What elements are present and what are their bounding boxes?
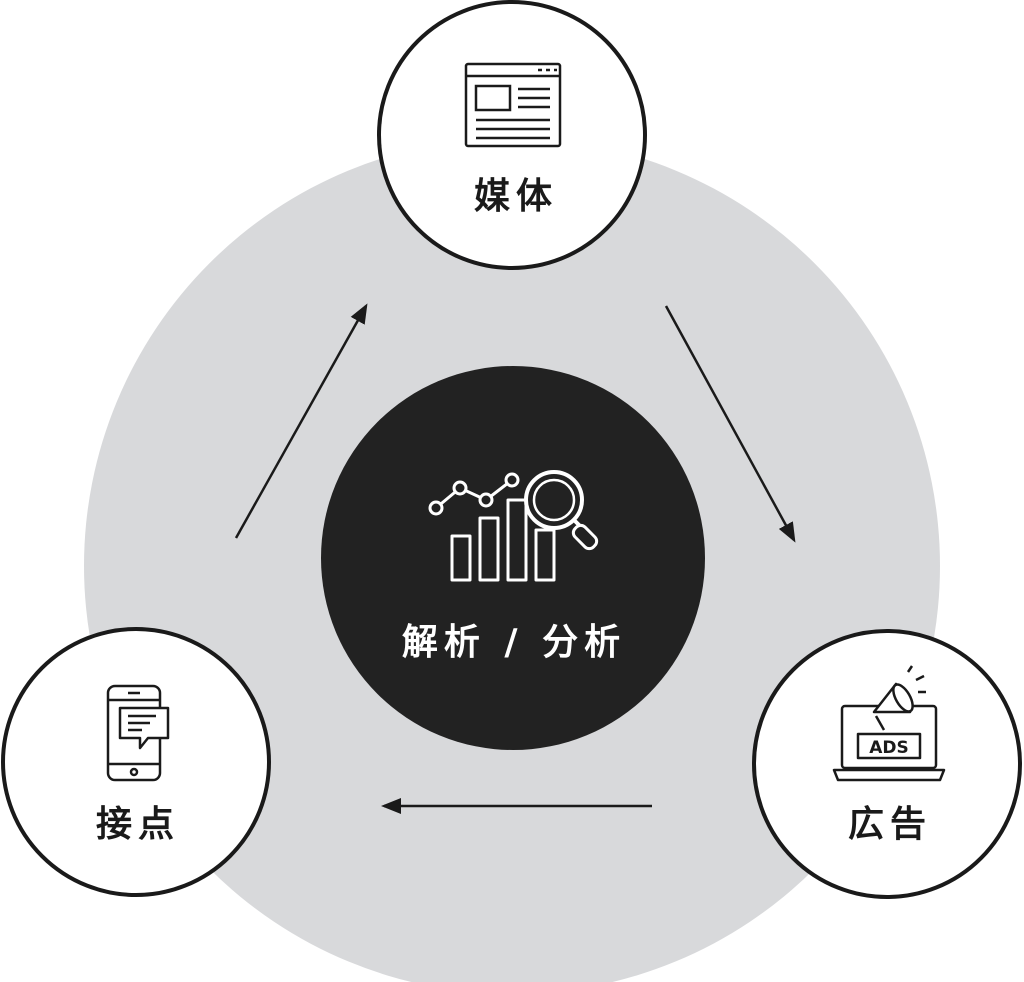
node-media-label: 媒体 [474,176,558,217]
smartphone-chat-icon [106,684,170,782]
arrow-media-to-ads [664,305,796,543]
center-node: 解析 / 分析 [321,366,705,750]
ads-icon-text: ADS [869,738,909,758]
analytics-chart-magnifier-icon [428,470,599,582]
web-page-icon [464,62,562,148]
node-touchpoint-label: 接点 [96,804,180,845]
arrow-touchpoint-to-media [234,303,368,539]
node-ads-label: 広告 [848,804,932,845]
node-media: 媒体 [377,0,647,270]
center-label: 解析 / 分析 [402,622,626,663]
node-touchpoint: 接点 [1,627,271,897]
laptop-megaphone-ads-icon [832,665,946,782]
node-ads: ADS 広告 [752,629,1022,899]
